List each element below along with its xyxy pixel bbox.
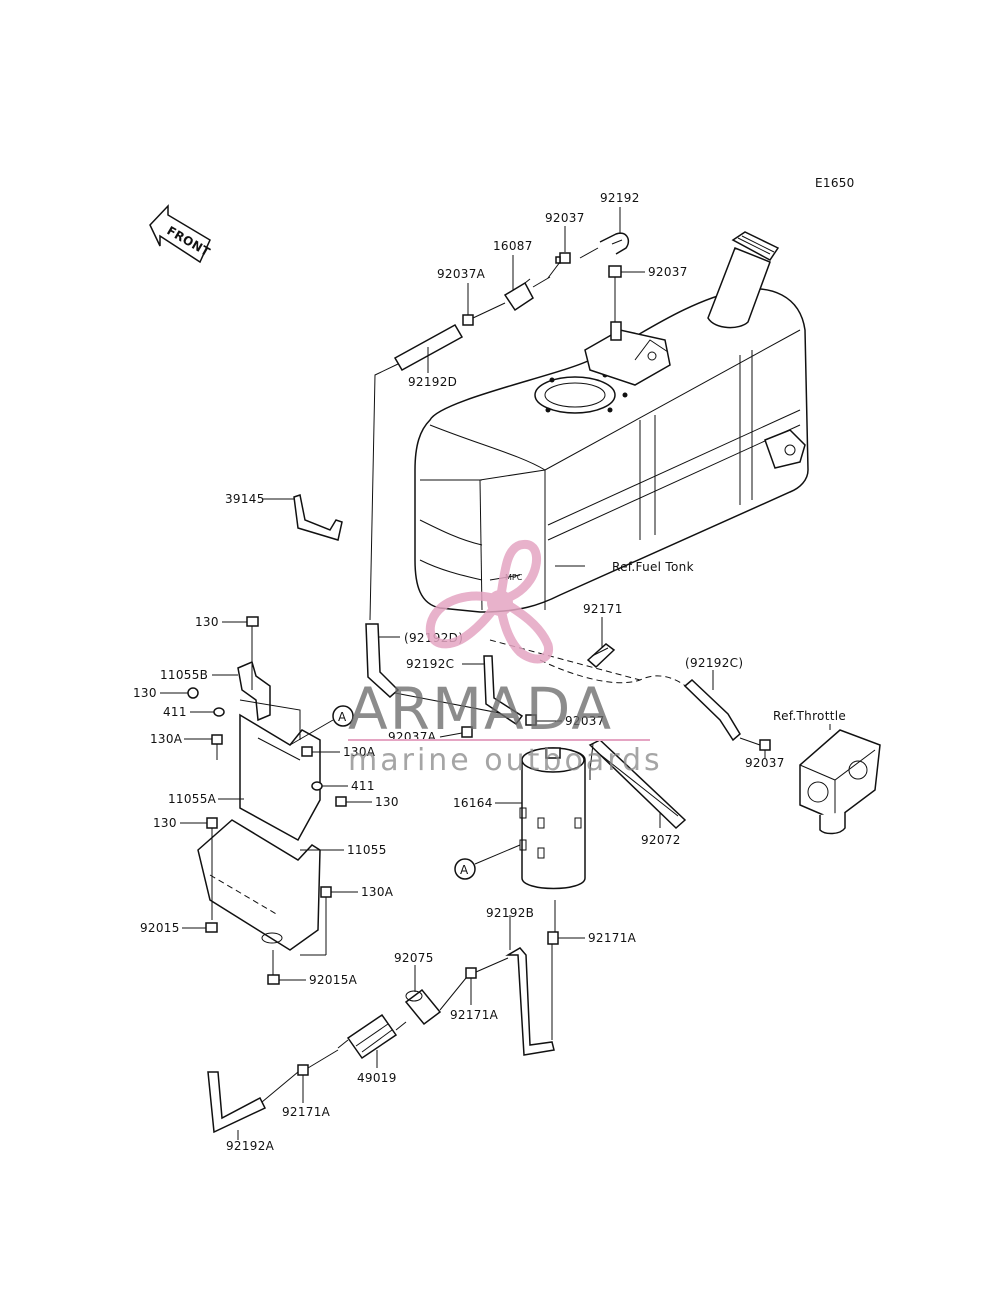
label-130A-a: 130A xyxy=(150,732,183,746)
label-92171A-b: 92171A xyxy=(450,1008,499,1022)
label-130-a: 130 xyxy=(195,615,219,629)
nut-92015A xyxy=(267,950,280,985)
hose-92192D-paren xyxy=(365,623,400,699)
check-valve-16087 xyxy=(503,276,551,312)
callout-a-upper: A xyxy=(289,705,354,746)
label-92037-right: 92037 xyxy=(648,265,688,279)
clamp-92037-right xyxy=(608,265,622,322)
label-92192: 92192 xyxy=(600,191,640,205)
bracket-92072 xyxy=(588,739,687,830)
hose-92192A xyxy=(207,1071,267,1134)
bolt-130A-a xyxy=(211,734,223,760)
label-39145: 39145 xyxy=(225,492,265,506)
bolt-130A-c xyxy=(320,886,332,955)
diagram-code: E1650 xyxy=(815,176,855,190)
clamp-92037-mid xyxy=(525,714,537,726)
watermark: ARMADA marine outboards xyxy=(348,539,663,778)
label-11055: 11055 xyxy=(347,843,387,857)
label-16164: 16164 xyxy=(453,796,493,810)
label-130A-c: 130A xyxy=(361,885,394,899)
label-92037A-top: 92037A xyxy=(437,267,486,281)
throttle-body-drawing xyxy=(799,729,881,835)
bolt-130-b xyxy=(187,687,199,699)
clamp-92037A-mid xyxy=(461,726,473,738)
label-11055B: 11055B xyxy=(160,668,208,682)
fitting-92075 xyxy=(404,988,442,1026)
leader-lines xyxy=(160,207,831,1140)
label-92192D: 92192D xyxy=(408,375,457,389)
watermark-tagline: marine outboards xyxy=(348,743,663,778)
label-92192B: 92192B xyxy=(486,906,534,920)
label-411-a: 411 xyxy=(163,705,187,719)
front-arrow-icon: FRONT xyxy=(149,204,213,264)
hose-92192B xyxy=(505,947,555,1056)
label-92171A-c: 92171A xyxy=(282,1105,331,1119)
label-92192A: 92192A xyxy=(226,1139,275,1153)
label-92075: 92075 xyxy=(394,951,434,965)
label-92072: 92072 xyxy=(641,833,681,847)
vent-hose-elbow xyxy=(599,232,630,255)
propeller-logo xyxy=(425,539,554,664)
label-92037-mid: 92037 xyxy=(565,714,605,728)
label-130-c: 130 xyxy=(375,795,399,809)
bolt-130-c xyxy=(335,796,347,807)
label-411-b: 411 xyxy=(351,779,375,793)
fuel-tank-drawing: MPC xyxy=(414,231,809,613)
label-92192C-paren: (92192C) xyxy=(685,656,743,670)
svg-text:A: A xyxy=(338,710,347,724)
nut-92015 xyxy=(205,922,218,933)
bracket-11055A xyxy=(239,713,321,842)
clamp-92037-top xyxy=(555,252,571,264)
bracket-11055B xyxy=(237,660,271,722)
hose-39145 xyxy=(293,494,343,541)
label-92015A: 92015A xyxy=(309,973,358,987)
bolt-130A-b xyxy=(301,746,313,757)
clamp-92171A-b xyxy=(465,967,477,979)
label-92015: 92015 xyxy=(140,921,180,935)
label-92171A-a: 92171A xyxy=(588,931,637,945)
callout-a-lower: A xyxy=(454,844,521,880)
label-11055A: 11055A xyxy=(168,792,217,806)
label-130-b: 130 xyxy=(133,686,157,700)
watermark-brand: ARMADA xyxy=(348,675,613,743)
label-ref-throttle: Ref.Throttle xyxy=(773,709,846,723)
label-130A-b: 130A xyxy=(343,745,376,759)
clamp-92037A-top xyxy=(462,314,474,326)
clamp-92171A-c xyxy=(297,1064,309,1076)
label-16087: 16087 xyxy=(493,239,533,253)
washer-411-b xyxy=(311,781,323,791)
clip-92171 xyxy=(586,643,616,669)
label-92037-throttle: 92037 xyxy=(745,756,785,770)
svg-text:MPC: MPC xyxy=(505,573,523,582)
label-92037-top: 92037 xyxy=(545,211,585,225)
part-labels: 92192 92037 16087 92037A 92037 92192D 39… xyxy=(133,191,846,1153)
hose-92192C xyxy=(483,655,524,726)
fuel-filter-49019 xyxy=(337,1013,407,1060)
clamp-92171A-a xyxy=(547,931,559,945)
label-92171: 92171 xyxy=(583,602,623,616)
svg-text:A: A xyxy=(460,863,469,877)
label-ref-fuel-tank: Ref.Fuel Tonk xyxy=(612,560,694,574)
label-49019: 49019 xyxy=(357,1071,397,1085)
label-130-d: 130 xyxy=(153,816,177,830)
label-92192C: 92192C xyxy=(406,657,454,671)
canister-16164 xyxy=(519,747,586,890)
hose-92192C-paren xyxy=(683,678,741,742)
clamp-92037-throttle xyxy=(759,739,771,751)
washer-411-a xyxy=(213,707,225,717)
